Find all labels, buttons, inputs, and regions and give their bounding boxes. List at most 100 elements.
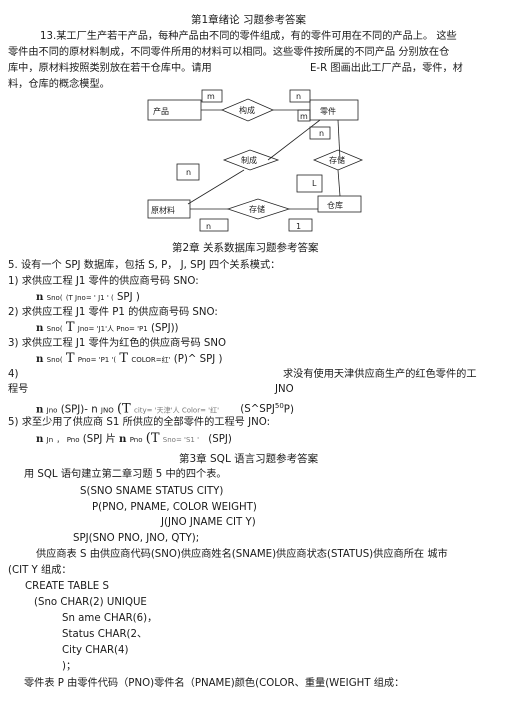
card-L-box: [296, 174, 323, 193]
relation-minus: (SPJ)- n: [60, 404, 98, 416]
relation: (P)^ SPJ ): [173, 354, 223, 365]
answer5: n Jn ， Pno (SPJ 片 n Pno (T Sno= 'S1 ' (S…: [36, 432, 232, 447]
relation: SPJ ): [116, 292, 140, 303]
rel-compose-diamond: [220, 98, 274, 122]
card-n1: n: [296, 92, 301, 101]
relation: (S^SPJ: [240, 404, 275, 416]
subscript: Sno(: [46, 356, 63, 364]
sigma-symbol: (T: [116, 401, 131, 417]
entity-warehouse: 仓库: [327, 200, 343, 210]
sigma-condition: Jno= 'J1'人 Pno= 'P1: [77, 325, 148, 333]
q5-item4-cont: 程号: [8, 384, 29, 395]
rel-compose: 构成: [239, 105, 255, 115]
table-s-desc1: 供应商表 S 由供应商代码(SNO)供应商姓名(SNAME)供应商状态(STAT…: [36, 549, 448, 560]
table-p-desc: 零件表 P 由零件代码（PNO)零件名（PNAME)颜色(COLOR、重量(WE…: [24, 678, 405, 689]
entity-product-box: [147, 99, 202, 121]
sql-close: )；: [62, 661, 77, 672]
separator: ，: [56, 436, 64, 444]
q5-item4: 4): [8, 369, 19, 380]
table-s-desc2: (CIT Y 组成：: [8, 565, 72, 576]
card-n2: n: [319, 129, 324, 138]
question13-line3a: 库中，原材料按照类别放在若干仓库中。请用: [8, 63, 212, 74]
line-store1-warehouse: [337, 169, 341, 197]
schema-j: J(JNO JNAME CIT Y): [161, 517, 256, 528]
answer1: n Sno( (T Jno= ' J1 ' ( SPJ ): [36, 291, 140, 305]
sigma-symbol: (T: [145, 431, 160, 446]
sigma-symbol: T: [65, 320, 75, 335]
entity-material-box: [147, 199, 191, 219]
rel-make: 制成: [241, 155, 257, 165]
q5-item4-jno: JNO: [275, 384, 294, 395]
relation-divide: (SPJ 片: [82, 434, 116, 445]
relation: (SPJ)): [150, 323, 179, 334]
schema-spj: SPJ(SNO PNO, JNO, QTY);: [73, 533, 200, 544]
card-m2-box: [297, 109, 311, 122]
sigma-symbol: T: [65, 351, 75, 366]
card-n4: n: [206, 222, 211, 231]
entity-warehouse-box: [317, 195, 362, 213]
schema-s: S(SNO SNAME STATUS CITY): [80, 486, 224, 497]
q5-intro: 5. 设有一个 SPJ 数据库，包括 S, P， J, SPJ 四个关系模式：: [8, 260, 281, 271]
card-m2: m: [300, 112, 308, 121]
subscript-2: Pno: [66, 436, 80, 444]
q5-item4-text: 求没有使用天津供应商生产的红色零件的工: [283, 369, 477, 380]
entity-part: 零件: [320, 106, 336, 116]
relation-end: P): [283, 404, 294, 416]
sigma-condition: city= '天津'人 Color= '红': [133, 406, 220, 415]
card-n4-box: [199, 218, 229, 232]
relation: (SPJ): [208, 434, 232, 445]
question13-line3b: E-R 图画出此工厂产品，零件，材: [310, 63, 463, 74]
q5-item5: 5) 求至少用了供应商 S1 所供应的全部零件的工程号 JNO:: [8, 417, 271, 428]
subscript: Sno(: [46, 325, 63, 333]
rel-store2-diamond: [226, 198, 291, 220]
subscript-2: JNO: [100, 406, 114, 415]
line-make-material: [187, 169, 245, 205]
question13-line1: 13.某工厂生产若干产品，每种产品由不同的零件组成，有的零件可用在不同的产品上。…: [40, 31, 457, 42]
subscript-3: Pno: [129, 436, 143, 444]
sql-create: CREATE TABLE S: [25, 581, 109, 592]
card-1-box: [288, 218, 313, 232]
answer2: n Sno( T Jno= 'J1'人 Pno= 'P1 (SPJ)): [36, 321, 179, 336]
chapter2-title: 第2章 关系数据库习题参考答案: [172, 242, 319, 254]
sigma-condition: (T Jno= ' J1 ' (: [65, 294, 114, 302]
ch3-intro: 用 SQL 语句建立第二章习题 5 中的四个表。: [24, 469, 227, 480]
subscript: Jno: [46, 406, 58, 415]
card-L: L: [312, 179, 317, 188]
sql-col-sname: Sn ame CHAR(6)，: [62, 613, 158, 624]
answer4: n Jno (SPJ)- n JNO (T city= '天津'人 Color=…: [36, 400, 294, 417]
sql-col-status: Status CHAR(2、: [62, 629, 148, 640]
pi-symbol: n: [36, 403, 44, 416]
pi-symbol: n: [36, 322, 44, 334]
card-n3: n: [186, 168, 191, 177]
subscript: Sno(: [46, 294, 63, 302]
line-part-store1: [337, 119, 341, 161]
entity-product: 产品: [153, 106, 169, 116]
sigma-condition-2: COLOR=红': [131, 356, 171, 364]
question13-line4: 料，仓库的概念模型。: [8, 79, 110, 90]
sql-col-sno: (Sno CHAR(2) UNIQUE: [34, 597, 147, 608]
question13-line2: 零件由不同的原材料制成，不同零件所用的材料可以相同。这些零件按所属的不同产品 分…: [8, 47, 450, 58]
pi-symbol-2: n: [119, 433, 127, 445]
card-n3-box: [176, 163, 200, 181]
sigma-condition: Sno= 'S1 ': [162, 436, 200, 444]
chapter3-title: 第3章 SQL 语言习题参考答案: [179, 453, 319, 465]
superscript: 50: [274, 402, 284, 410]
chapter1-title: 第1章绪论 习题参考答案: [191, 14, 307, 26]
card-m1: m: [207, 92, 215, 101]
card-n2-box: [309, 126, 331, 140]
rel-store2: 存储: [249, 204, 265, 214]
q5-item1: 1) 求供应工程 J1 零件的供应商号码 SNO:: [8, 276, 199, 287]
subscript: Jn: [46, 436, 54, 444]
pi-symbol: n: [36, 353, 44, 365]
sigma-condition: Pno= 'P1 '(: [77, 356, 117, 364]
card-1: 1: [296, 222, 301, 231]
q5-item3: 3) 求供应工程 J1 零件为红色的供应商号码 SNO: [8, 338, 226, 349]
card-m1-box: [201, 89, 223, 103]
rel-make-diamond: [222, 149, 280, 171]
entity-material: 原材料: [151, 205, 175, 215]
rel-store1: 存储: [329, 155, 345, 165]
answer3: n Sno( T Pno= 'P1 '( T COLOR=红' (P)^ SPJ…: [36, 352, 222, 367]
pi-symbol: n: [36, 291, 44, 303]
q5-item2: 2) 求供应工程 J1 零件 P1 的供应商号码 SNO:: [8, 307, 218, 318]
sigma-symbol-2: T: [119, 351, 129, 366]
